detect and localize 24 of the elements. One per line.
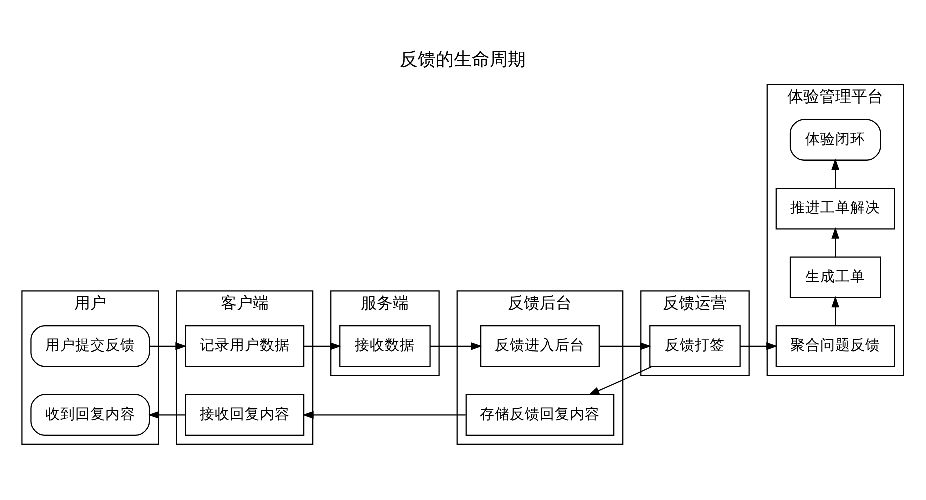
arrow — [600, 342, 652, 350]
node-box: 体验闭环 — [790, 119, 882, 161]
arrow — [430, 342, 482, 350]
arrow — [148, 411, 186, 420]
node-box: 收到回复内容 — [30, 394, 150, 436]
node-box: 用户提交反馈 — [30, 326, 150, 368]
node-box: 记录用户数据 — [185, 326, 305, 368]
node-box: 生成工单 — [790, 256, 882, 298]
arrow — [832, 158, 840, 188]
arrow — [588, 366, 652, 396]
arrow — [150, 342, 187, 350]
diagram-title: 反馈的生命周期 — [400, 49, 526, 70]
arrow — [832, 296, 840, 326]
node-box: 推进工单解决 — [776, 188, 896, 230]
arrow — [302, 411, 466, 420]
arrow — [740, 342, 778, 350]
node-box: 接收回复内容 — [185, 394, 305, 436]
node-box: 存储反馈回复内容 — [466, 394, 615, 436]
node-box: 反馈进入后台 — [480, 326, 600, 368]
arrow — [304, 342, 342, 350]
arrow — [832, 228, 840, 258]
node-box: 接收数据 — [340, 326, 431, 368]
node-box: 聚合问题反馈 — [776, 326, 896, 368]
node-box: 反馈打签 — [650, 326, 741, 368]
